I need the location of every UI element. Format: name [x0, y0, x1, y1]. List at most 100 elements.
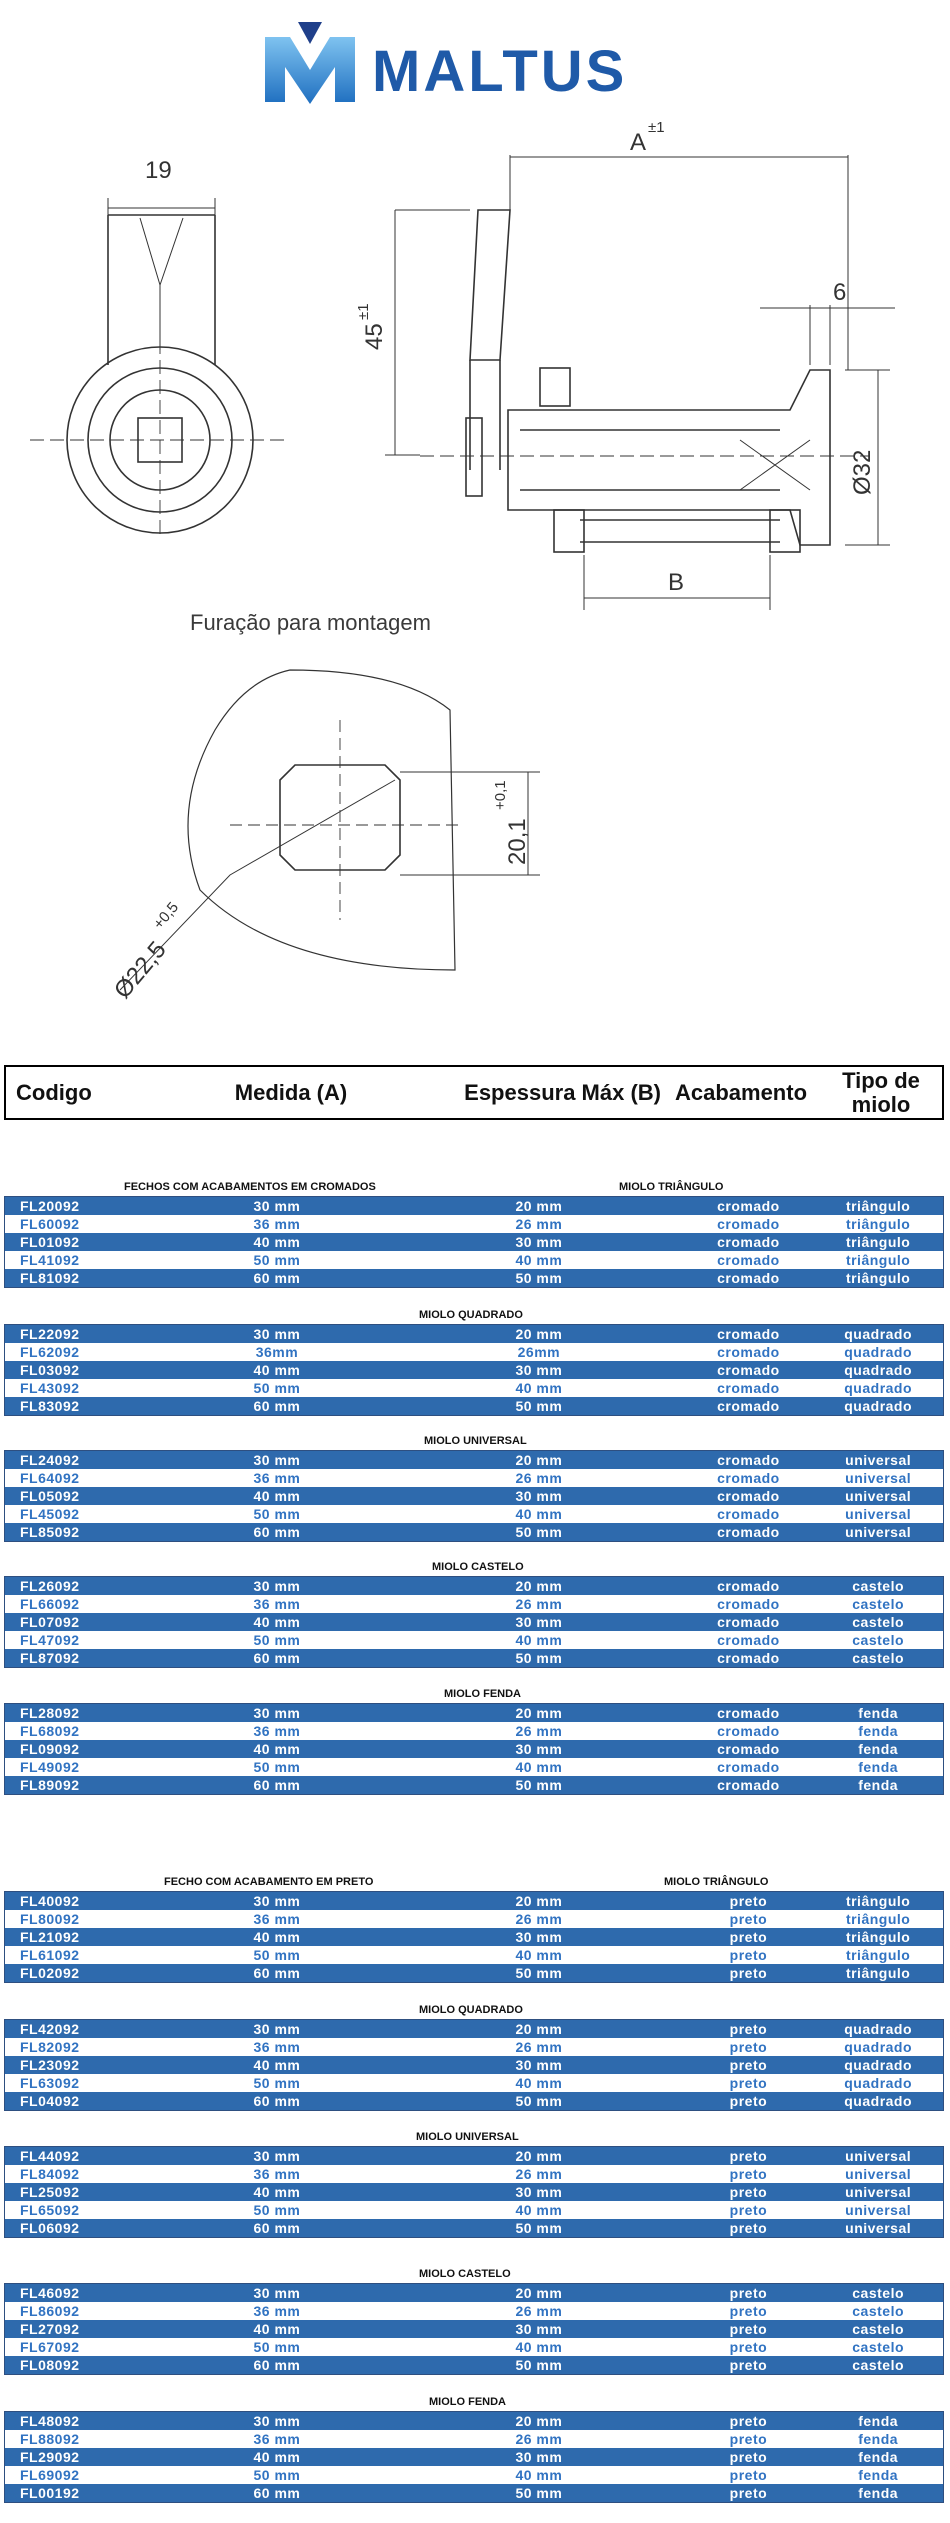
cell-medida: 40 mm	[253, 1741, 301, 1757]
cell-acabamento: cromado	[717, 1596, 780, 1612]
cell-medida: 36 mm	[253, 2303, 301, 2319]
cell-acabamento: cromado	[717, 1614, 780, 1630]
table-header: Codigo Medida (A) Espessura Máx (B) Acab…	[4, 1065, 944, 1120]
cell-codigo: FL88092	[20, 2431, 80, 2447]
cell-medida: 50 mm	[253, 1252, 301, 1268]
cell-acabamento: preto	[729, 2039, 768, 2055]
cell-acabamento: preto	[729, 2321, 768, 2337]
cell-espessura: 30 mm	[515, 1234, 563, 1250]
cell-acabamento: cromado	[717, 1470, 780, 1486]
cell-codigo: FL69092	[20, 2467, 80, 2483]
dim-20-1: 20,1	[504, 818, 531, 865]
cell-espessura: 26 mm	[515, 1911, 563, 1927]
cell-codigo: FL42092	[20, 2021, 80, 2037]
cell-codigo: FL40092	[20, 1893, 80, 1909]
cell-codigo: FL26092	[20, 1578, 80, 1594]
cell-acabamento: cromado	[717, 1578, 780, 1594]
cell-medida: 36 mm	[253, 1596, 301, 1612]
cell-codigo: FL82092	[20, 2039, 80, 2055]
cell-acabamento: preto	[729, 2057, 768, 2073]
cell-espessura: 30 mm	[515, 1488, 563, 1504]
cell-tipo-miolo: fenda	[858, 1759, 899, 1775]
section-heading: MIOLO CASTELO	[4, 1560, 944, 1576]
section-miolo-title: MIOLO QUADRADO	[419, 2004, 523, 2016]
cell-acabamento: preto	[729, 2184, 768, 2200]
cell-espessura: 20 mm	[515, 2413, 563, 2429]
cell-tipo-miolo: fenda	[858, 1741, 899, 1757]
cell-medida: 30 mm	[253, 1452, 301, 1468]
cell-espessura: 20 mm	[515, 1893, 563, 1909]
cell-espessura: 26 mm	[515, 1596, 563, 1612]
cell-espessura: 40 mm	[515, 1632, 563, 1648]
cell-acabamento: preto	[729, 1965, 768, 1981]
dim-6: 6	[833, 279, 846, 306]
section-miolo-title: MIOLO FENDA	[444, 1688, 521, 1700]
cell-medida: 30 mm	[253, 2021, 301, 2037]
dim-22-5: Ø22,5	[109, 936, 172, 1003]
cell-acabamento: cromado	[717, 1380, 780, 1396]
cell-espessura: 30 mm	[515, 1741, 563, 1757]
cell-acabamento: preto	[729, 2413, 768, 2429]
cell-espessura: 26 mm	[515, 2303, 563, 2319]
cell-codigo: FL27092	[20, 2321, 80, 2337]
cell-tipo-miolo: universal	[845, 1506, 912, 1522]
cell-espessura: 20 mm	[515, 1452, 563, 1468]
cell-medida: 30 mm	[253, 1705, 301, 1721]
cell-espessura: 50 mm	[515, 2093, 563, 2109]
cell-acabamento: preto	[729, 2431, 768, 2447]
cell-tipo-miolo: fenda	[858, 2413, 899, 2429]
cell-tipo-miolo: fenda	[858, 2449, 899, 2465]
cell-codigo: FL62092	[20, 1344, 80, 1360]
cell-medida: 36 mm	[253, 2431, 301, 2447]
cell-espessura: 30 mm	[515, 1362, 563, 1378]
cell-codigo: FL61092	[20, 1947, 80, 1963]
cell-codigo: FL01092	[20, 1234, 80, 1250]
cell-codigo: FL48092	[20, 2413, 80, 2429]
cell-codigo: FL46092	[20, 2285, 80, 2301]
cell-espessura: 40 mm	[515, 1759, 563, 1775]
cell-medida: 50 mm	[253, 2202, 301, 2218]
dim-b: B	[668, 569, 684, 596]
cell-medida: 40 mm	[253, 1929, 301, 1945]
cell-espessura: 20 mm	[515, 2021, 563, 2037]
section-miolo-title: MIOLO CASTELO	[432, 1561, 524, 1573]
cell-tipo-miolo: triângulo	[845, 1947, 911, 1963]
cell-codigo: FL60092	[20, 1216, 80, 1232]
cell-tipo-miolo: quadrado	[844, 2075, 913, 2091]
cell-codigo: FL44092	[20, 2148, 80, 2164]
cell-tipo-miolo: triângulo	[845, 1252, 911, 1268]
cell-espessura: 26 mm	[515, 2431, 563, 2447]
cell-tipo-miolo: triângulo	[845, 1893, 911, 1909]
cell-medida: 60 mm	[253, 1524, 301, 1540]
cell-codigo: FL28092	[20, 1705, 80, 1721]
cell-medida: 50 mm	[253, 1947, 301, 1963]
cell-espessura: 26 mm	[515, 2166, 563, 2182]
cell-codigo: FL86092	[20, 2303, 80, 2319]
cell-espessura: 20 mm	[515, 1705, 563, 1721]
cell-medida: 60 mm	[253, 1398, 301, 1414]
cell-acabamento: cromado	[717, 1488, 780, 1504]
cell-medida: 36 mm	[253, 1470, 301, 1486]
cell-tipo-miolo: fenda	[858, 1777, 899, 1793]
cell-acabamento: cromado	[717, 1270, 780, 1286]
brand-name: MALTUS	[372, 39, 628, 104]
section-heading: MIOLO QUADRADO	[4, 1308, 944, 1324]
cell-tipo-miolo: quadrado	[844, 1380, 913, 1396]
cell-acabamento: cromado	[717, 1216, 780, 1232]
